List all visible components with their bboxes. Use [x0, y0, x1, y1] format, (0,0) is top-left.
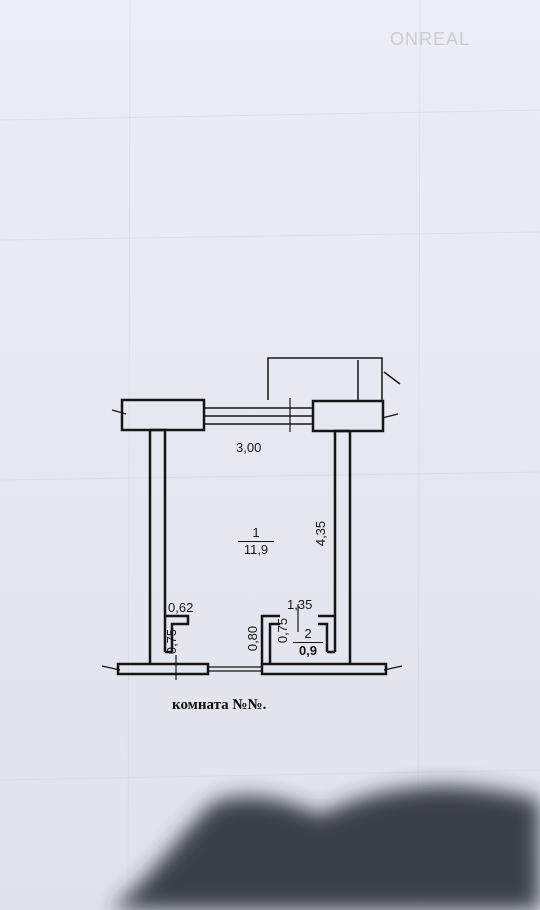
dimension-right-length: 4,35	[313, 520, 329, 547]
room-walls	[101, 428, 403, 680]
dimension-bath-depth: 0,75	[275, 617, 291, 644]
dimension-left-recess-depth: 0,75	[164, 628, 180, 655]
room-1-label: 1 11,9	[238, 525, 274, 557]
top-wall	[111, 398, 399, 433]
dimension-bath-width: 1,35	[287, 597, 313, 612]
dimension-top-width: 3,00	[236, 440, 262, 455]
dimension-left-recess-width: 0,62	[168, 600, 194, 615]
plan-caption: комната №№.	[172, 697, 267, 713]
room-area: 11,9	[243, 541, 269, 557]
dimension-bath-left-wall: 0,80	[245, 625, 261, 652]
room-number: 1	[238, 525, 274, 542]
watermark: ONREAL	[390, 29, 471, 49]
balcony	[267, 357, 401, 400]
room-number: 2	[293, 626, 323, 643]
room-area: 0,9	[298, 642, 318, 658]
room-2-label: 2 0,9	[293, 626, 323, 658]
